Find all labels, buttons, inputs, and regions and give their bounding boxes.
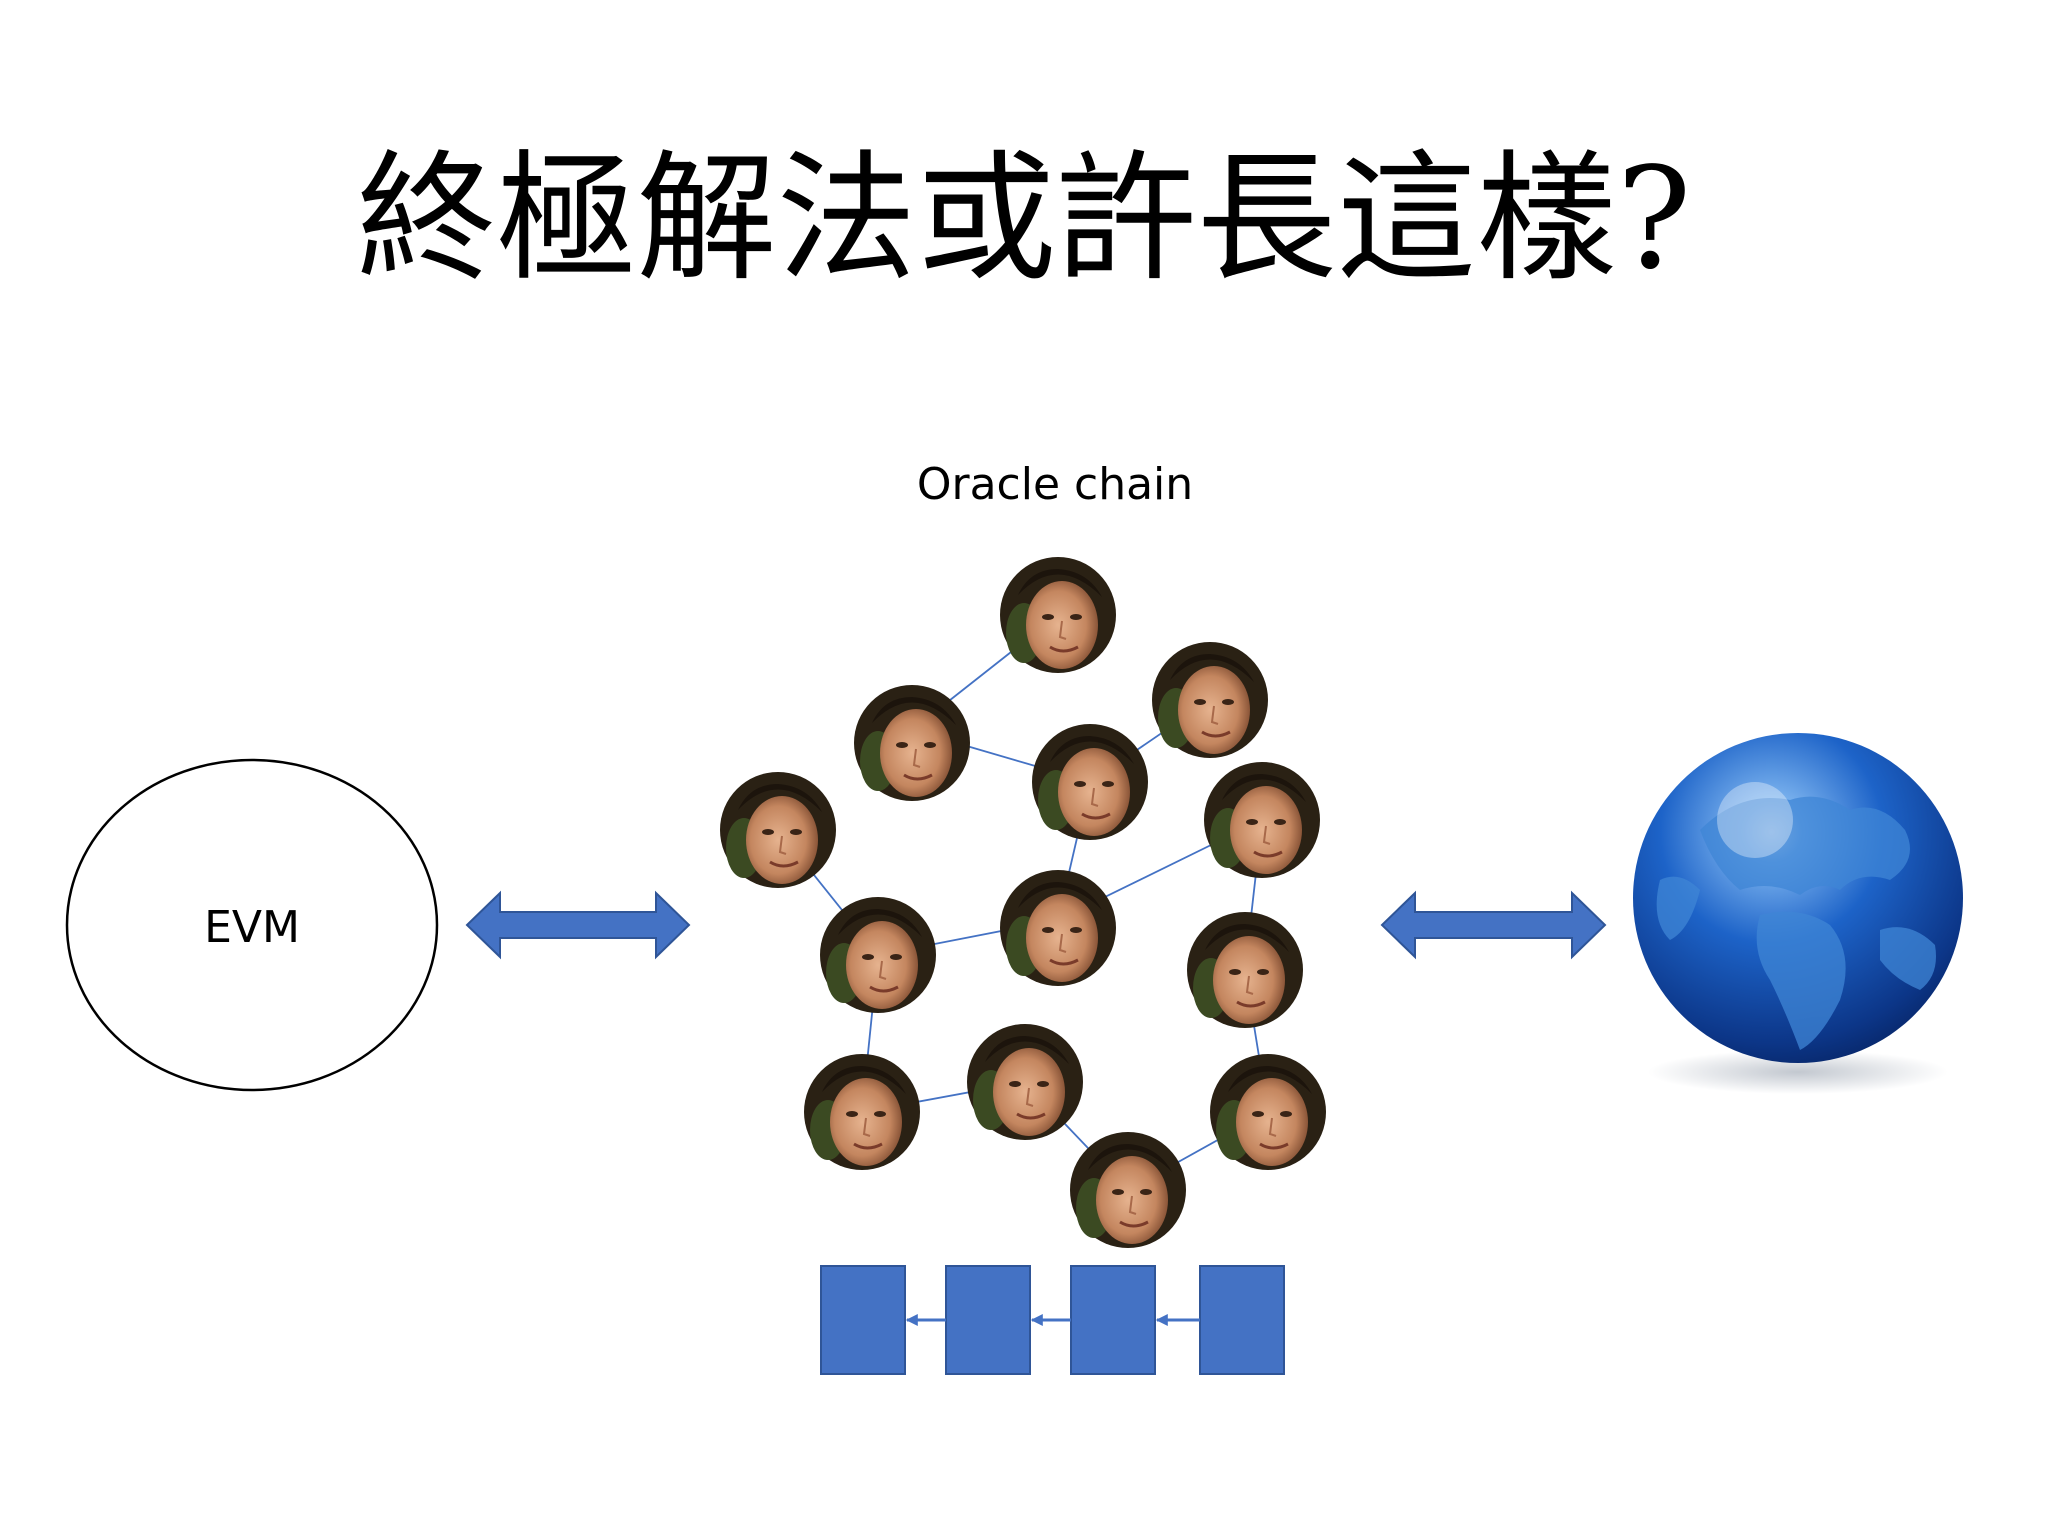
blockchain — [820, 1265, 1285, 1375]
oracle-world-double-arrow — [1380, 890, 1607, 960]
person-face-icon — [998, 555, 1118, 675]
person-face-icon — [718, 770, 838, 890]
oracle-chain-label: Oracle chain — [916, 459, 1194, 510]
person-face-icon — [998, 868, 1118, 988]
person-face-icon — [1185, 910, 1305, 1030]
globe-icon — [1633, 733, 1963, 1094]
blockchain-block — [945, 1265, 1031, 1375]
person-face-icon — [1202, 760, 1322, 880]
person-face-icon — [802, 1052, 922, 1172]
slide-title: 終極解法或許長這樣? — [356, 138, 1692, 301]
oracle-nodes — [718, 555, 1328, 1250]
blockchain-block — [1070, 1265, 1156, 1375]
blockchain-block — [1199, 1265, 1285, 1375]
person-face-icon — [965, 1022, 1085, 1142]
evm-node: EVM — [65, 758, 439, 1092]
person-face-icon — [1068, 1130, 1188, 1250]
evm-label: EVM — [204, 902, 300, 953]
person-face-icon — [818, 895, 938, 1015]
person-face-icon — [852, 683, 972, 803]
evm-oracle-double-arrow — [465, 890, 691, 960]
person-face-icon — [1150, 640, 1270, 760]
person-face-icon — [1208, 1052, 1328, 1172]
blockchain-block — [820, 1265, 906, 1375]
person-face-icon — [1030, 722, 1150, 842]
